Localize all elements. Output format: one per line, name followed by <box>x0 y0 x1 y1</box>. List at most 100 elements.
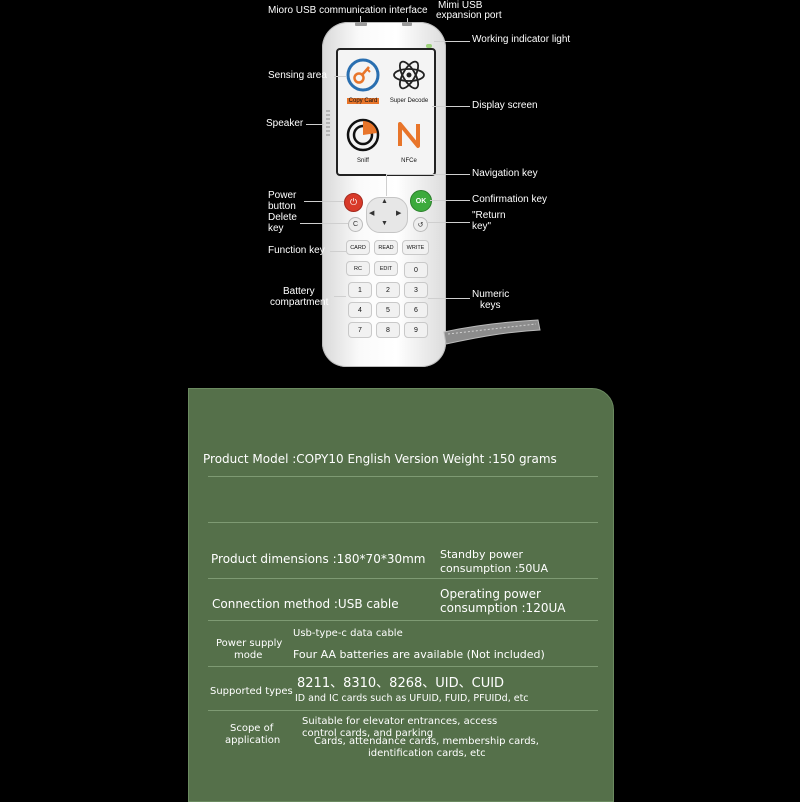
callout-power-button-2: button <box>268 201 296 212</box>
spec-dimensions: Product dimensions :180*70*30mm <box>211 552 426 566</box>
app-super-decode[interactable]: Super Decode <box>386 52 432 110</box>
power-button[interactable]: ⏻ <box>344 193 363 212</box>
callout-working-light: Working indicator light <box>472 34 571 45</box>
app-nfce[interactable]: NFCe <box>386 112 432 170</box>
spec-connection: Connection method :USB cable <box>212 597 399 611</box>
spec-scope-label-1: Scope of <box>230 723 274 734</box>
callout-line <box>386 174 387 196</box>
callout-line <box>300 223 348 224</box>
callout-speaker: Speaker <box>266 118 304 129</box>
write-key[interactable]: WRITE <box>402 240 429 255</box>
return-arrow-icon: ↺ <box>417 221 424 229</box>
digit-label: 0 <box>414 266 418 274</box>
nav-down-arrow-icon[interactable]: ▼ <box>381 220 388 227</box>
rc-key[interactable]: RC <box>346 261 370 276</box>
edit-key-label: EDIT <box>379 265 393 272</box>
speaker-grille <box>326 110 330 136</box>
key-icon <box>346 58 380 92</box>
callout-line <box>386 174 470 175</box>
nfc-icon <box>398 122 420 148</box>
spec-supported-val-2: ID and IC cards such as UFUID, FUID, PFU… <box>295 693 529 704</box>
divider <box>208 578 598 579</box>
divider <box>208 620 598 621</box>
callout-sensing-area: Sensing area <box>268 70 327 81</box>
radar-icon <box>346 118 380 152</box>
digit-key-7[interactable]: 7 <box>348 322 372 338</box>
app-sniff[interactable]: Sniff <box>340 112 386 170</box>
spec-standby-1: Standby power <box>440 548 523 561</box>
spec-power-mode-label-1: Power supply <box>216 638 283 649</box>
lanyard-strap <box>443 319 541 345</box>
digit-label: 5 <box>386 306 390 314</box>
callout-line <box>360 16 361 22</box>
divider <box>208 666 598 667</box>
navigation-key[interactable] <box>366 197 408 233</box>
read-key-label: READ <box>378 244 394 251</box>
atom-icon <box>393 60 425 90</box>
card-key[interactable]: CARD <box>346 240 370 255</box>
mini-usb-port <box>402 22 412 26</box>
spec-scope-val-1: Suitable for elevator entrances, access <box>302 716 498 727</box>
digit-label: 4 <box>358 306 362 314</box>
callout-line <box>306 124 324 125</box>
callout-delete-key-2: key <box>268 223 284 234</box>
spec-operating-1: Operating power <box>440 587 541 601</box>
spec-power-mode-val-1: Usb-type-c data cable <box>293 628 403 639</box>
digit-key-5[interactable]: 5 <box>376 302 400 318</box>
spec-power-mode-label-2: mode <box>234 650 263 661</box>
callout-function-key: Function key <box>268 245 325 256</box>
nav-right-arrow-icon[interactable]: ▶ <box>396 210 402 217</box>
callout-micro-usb: Mioro USB communication interface <box>268 5 428 16</box>
callout-line <box>434 41 470 42</box>
callout-navigation-key: Navigation key <box>472 168 538 179</box>
app-copy-card-label: Copy Card <box>346 98 380 104</box>
digit-label: 9 <box>414 326 418 334</box>
ok-button-label: OK <box>415 197 427 205</box>
digit-label: 3 <box>414 286 418 294</box>
callout-line <box>330 251 346 252</box>
callout-line <box>428 298 470 299</box>
callout-mini-usb-1: Mimi USB <box>438 0 483 11</box>
nav-up-arrow-icon[interactable]: ▲ <box>381 198 388 205</box>
digit-key-1[interactable]: 1 <box>348 282 372 298</box>
digit-key-9[interactable]: 9 <box>404 322 428 338</box>
spec-scope-val-3: Cards, attendance cards, membership card… <box>314 736 539 747</box>
ok-button[interactable]: OK <box>410 190 432 212</box>
digit-key-6[interactable]: 6 <box>404 302 428 318</box>
return-key[interactable]: ↺ <box>413 217 428 232</box>
app-sniff-label: Sniff <box>357 158 369 164</box>
delete-key[interactable]: C <box>348 217 363 232</box>
callout-line <box>426 222 470 223</box>
digit-label: 8 <box>386 326 390 334</box>
callout-return-key-1: "Return <box>472 210 506 221</box>
callout-line <box>304 201 344 202</box>
write-key-label: WRITE <box>406 244 425 251</box>
spec-operating-2: consumption :120UA <box>440 601 566 615</box>
nav-left-arrow-icon[interactable]: ◀ <box>369 210 375 217</box>
power-icon: ⏻ <box>349 197 358 207</box>
digit-label: 7 <box>358 326 362 334</box>
callout-delete-key-1: Delete <box>268 212 297 223</box>
digit-key-8[interactable]: 8 <box>376 322 400 338</box>
callout-confirmation-key: Confirmation key <box>472 194 548 205</box>
delete-key-label: C <box>352 221 359 228</box>
app-nfce-label: NFCe <box>401 158 417 164</box>
divider <box>208 522 598 523</box>
spec-standby-2: consumption :50UA <box>440 562 548 575</box>
digit-key-0[interactable]: 0 <box>404 262 428 278</box>
spec-card <box>188 388 614 802</box>
callout-numeric-keys-2: keys <box>480 300 501 311</box>
app-copy-card[interactable]: Copy Card <box>340 52 386 110</box>
callout-line <box>334 296 346 297</box>
digit-key-4[interactable]: 4 <box>348 302 372 318</box>
digit-key-3[interactable]: 3 <box>404 282 428 298</box>
callout-power-button-1: Power <box>268 190 297 201</box>
edit-key[interactable]: EDIT <box>374 261 398 276</box>
read-key[interactable]: READ <box>374 240 398 255</box>
callout-mini-usb-2: expansion port <box>436 10 502 21</box>
callout-line <box>407 18 408 22</box>
digit-label: 1 <box>358 286 362 294</box>
callout-line <box>430 200 470 201</box>
digit-label: 2 <box>386 286 390 294</box>
digit-key-2[interactable]: 2 <box>376 282 400 298</box>
